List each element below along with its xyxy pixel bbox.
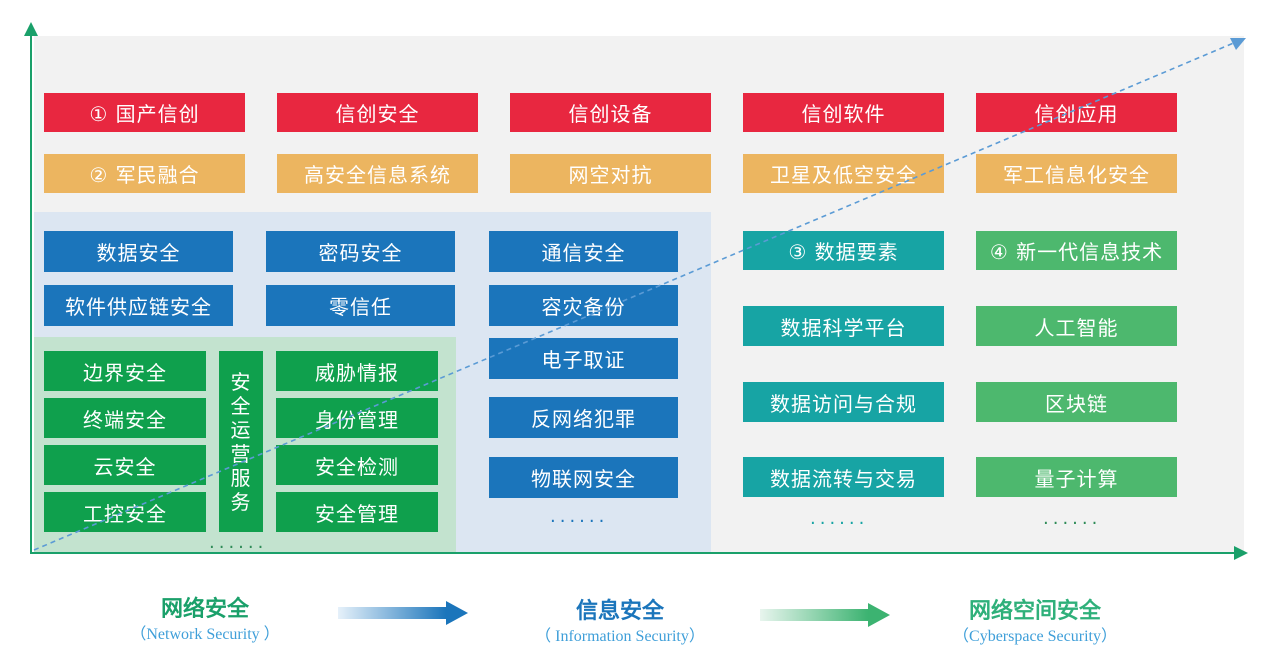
x-axis-arrow-icon <box>1234 546 1248 560</box>
blue-box-disaster-recovery: 容灾备份 <box>489 285 678 326</box>
red-box-2: 信创安全 <box>277 93 478 132</box>
blue-box-zero-trust: 零信任 <box>266 285 455 326</box>
flow-arrow-1-icon <box>338 601 468 625</box>
blue-box-supply-chain: 软件供应链安全 <box>44 285 233 326</box>
teal-box-data-science: 数据科学平台 <box>743 306 944 346</box>
flow-arrow-2-icon <box>760 603 890 627</box>
blue-box-data-security: 数据安全 <box>44 231 233 272</box>
y-axis-arrow-icon <box>24 22 38 36</box>
orange-box-3: 网空对抗 <box>510 154 711 193</box>
green-box-endpoint: 终端安全 <box>44 398 206 438</box>
phase-subtitle-network: （Network Security ） <box>130 626 280 643</box>
green-ellipsis: ...... <box>209 532 268 553</box>
vertical-char: 全 <box>230 393 252 418</box>
red-box-4: 信创软件 <box>743 93 944 132</box>
green-box-security-operations: 安 全 运 营 服 务 <box>219 351 263 532</box>
lgreen-box-quantum: 量子计算 <box>976 457 1177 497</box>
lgreen-box-ai: 人工智能 <box>976 306 1177 346</box>
blue-box-iot: 物联网安全 <box>489 457 678 498</box>
vertical-char: 务 <box>230 489 252 514</box>
x-axis <box>30 552 1236 554</box>
green-box-cloud: 云安全 <box>44 445 206 485</box>
phase-title-cyberspace: 网络空间安全 <box>968 599 1101 624</box>
green-box-management: 安全管理 <box>276 492 438 532</box>
phase-subtitle-information: （ Information Security） <box>535 628 705 645</box>
phase-title-network: 网络安全 <box>160 597 249 622</box>
y-axis <box>30 34 32 554</box>
vertical-char: 营 <box>230 441 252 466</box>
phase-subtitle-cyberspace: （Cyberspace Security） <box>953 628 1117 645</box>
vertical-char: 运 <box>230 417 252 442</box>
green-box-detection: 安全检测 <box>276 445 438 485</box>
blue-box-communication: 通信安全 <box>489 231 678 272</box>
red-box-1: ① 国产信创 <box>44 93 245 132</box>
red-box-3: 信创设备 <box>510 93 711 132</box>
orange-box-5: 军工信息化安全 <box>976 154 1177 193</box>
vertical-char: 服 <box>230 465 252 490</box>
blue-box-crypto: 密码安全 <box>266 231 455 272</box>
lgreen-box-new-it: ④ 新一代信息技术 <box>976 231 1177 270</box>
orange-box-2: 高安全信息系统 <box>277 154 478 193</box>
lgreen-box-blockchain: 区块链 <box>976 382 1177 422</box>
blue-ellipsis: ...... <box>550 506 609 527</box>
red-box-5: 信创应用 <box>976 93 1177 132</box>
blue-box-forensics: 电子取证 <box>489 338 678 379</box>
teal-box-data-access: 数据访问与合规 <box>743 382 944 422</box>
orange-box-1: ② 军民融合 <box>44 154 245 193</box>
lgreen-ellipsis: ...... <box>1043 508 1102 529</box>
green-box-industrial: 工控安全 <box>44 492 206 532</box>
teal-ellipsis: ...... <box>810 508 869 529</box>
green-box-identity: 身份管理 <box>276 398 438 438</box>
teal-box-data-flow: 数据流转与交易 <box>743 457 944 497</box>
vertical-char: 安 <box>230 369 252 394</box>
teal-box-data-elements: ③ 数据要素 <box>743 231 944 270</box>
phase-title-information: 信息安全 <box>575 599 664 624</box>
green-box-threat-intel: 威胁情报 <box>276 351 438 391</box>
orange-box-4: 卫星及低空安全 <box>743 154 944 193</box>
green-box-boundary: 边界安全 <box>44 351 206 391</box>
blue-box-anti-cybercrime: 反网络犯罪 <box>489 397 678 438</box>
